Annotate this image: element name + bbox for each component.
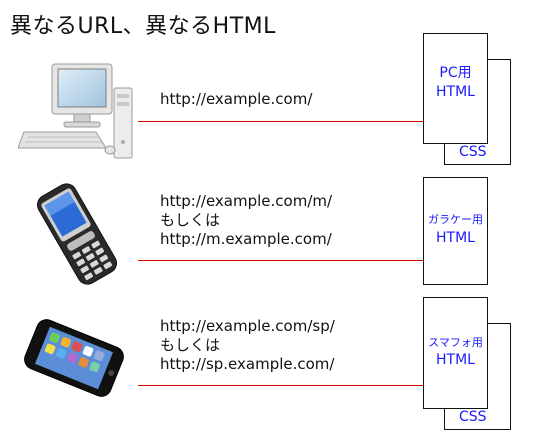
feature-phone-connector-line [138, 260, 424, 261]
smartphone-icon [14, 318, 134, 402]
smartphone-connector-line [138, 385, 424, 386]
diagram-title: 異なるURL、異なるHTML [10, 14, 276, 39]
smartphone-url-line-2: もしくは [160, 336, 221, 354]
feature-phone-icon [20, 180, 134, 292]
feature-phone-html-document: ガラケー用 HTML [423, 177, 488, 285]
smartphone-html-doc-line1: スマフォ用 [428, 336, 483, 349]
feature-phone-url-line-1: http://example.com/m/ [160, 192, 333, 210]
pc-connector-line [138, 121, 424, 122]
feature-phone-html-doc-line2: HTML [436, 230, 475, 246]
pc-html-doc-line2: HTML [436, 84, 475, 100]
smartphone-html-doc-line2: HTML [436, 352, 475, 368]
feature-phone-url-line-2: もしくは [160, 211, 221, 229]
smartphone-url-line-1: http://example.com/sp/ [160, 317, 335, 335]
pc-html-doc-line1: PC用 [439, 65, 472, 81]
feature-phone-html-doc-line1: ガラケー用 [428, 213, 483, 226]
pc-html-document: PC用 HTML [423, 33, 488, 144]
smartphone-url-text: http://example.com/sp/ もしくは http://sp.ex… [160, 317, 335, 374]
desktop-pc-icon [17, 62, 138, 164]
smartphone-css-label: CSS [459, 409, 487, 425]
smartphone-url-line-3: http://sp.example.com/ [160, 355, 335, 373]
pc-css-label: CSS [459, 144, 487, 160]
feature-phone-url-text: http://example.com/m/ もしくは http://m.exam… [160, 192, 332, 249]
smartphone-html-document: スマフォ用 HTML [423, 297, 488, 409]
pc-url-text: http://example.com/ [160, 90, 312, 109]
pc-url-line: http://example.com/ [160, 90, 313, 108]
feature-phone-url-line-3: http://m.example.com/ [160, 230, 332, 248]
